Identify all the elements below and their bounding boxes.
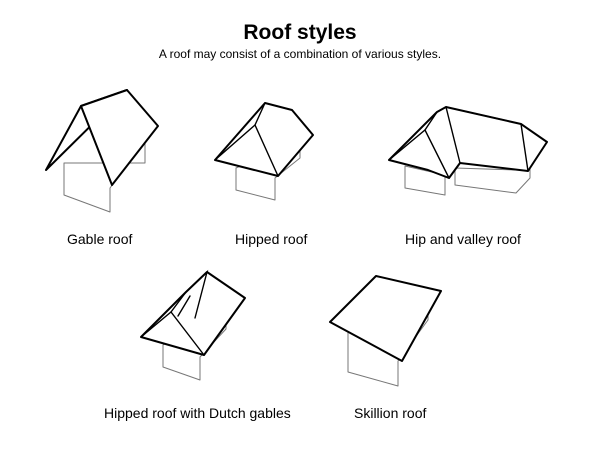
- caption-skillion-roof: Skillion roof: [354, 405, 427, 421]
- caption-gable-roof: Gable roof: [67, 231, 133, 247]
- page-title: Roof styles: [243, 21, 357, 44]
- dutch-gable-roof-icon: [140, 269, 246, 381]
- skillion-roof-icon: [329, 275, 442, 387]
- caption-hipped-roof: Hipped roof: [235, 231, 308, 247]
- caption-hip-and-valley-roof: Hip and valley roof: [405, 231, 521, 247]
- hipped-roof-icon: [214, 102, 314, 201]
- page-subtitle: A roof may consist of a combination of v…: [158, 47, 442, 61]
- hip-and-valley-roof-icon: [388, 106, 548, 196]
- gable-roof-icon: [45, 89, 159, 213]
- caption-dutch-gable-roof: Hipped roof with Dutch gables: [104, 405, 291, 421]
